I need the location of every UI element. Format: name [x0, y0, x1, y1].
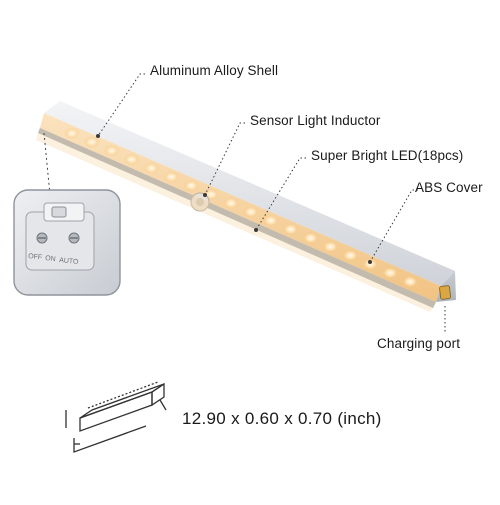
zoom-leader	[43, 132, 51, 196]
led-light	[143, 162, 160, 175]
led-light	[83, 136, 100, 149]
leader-dots	[96, 134, 372, 264]
led-light	[242, 205, 259, 218]
switch-detail: OFF ON AUTO	[13, 132, 121, 296]
led-group	[63, 127, 419, 288]
led-light	[382, 266, 399, 279]
led-light	[402, 275, 419, 288]
led-light	[223, 197, 240, 210]
led-light	[282, 223, 299, 236]
product-dimensions: 12.90 x 0.60 x 0.70 (inch)	[182, 409, 382, 428]
switch-label-off: OFF	[28, 253, 43, 261]
callout-sensor-inductor: Sensor Light Inductor	[250, 113, 381, 128]
led-light	[322, 240, 339, 253]
led-light	[123, 153, 140, 166]
leader-lines	[97, 73, 446, 332]
led-light	[262, 214, 279, 227]
led-light	[362, 258, 379, 271]
switch-label-auto: AUTO	[59, 257, 79, 266]
bar-top-face	[44, 101, 455, 286]
led-light	[183, 179, 200, 192]
led-light	[63, 127, 80, 140]
callout-super-bright-led: Super Bright LED(18pcs)	[311, 148, 464, 163]
switch-label-on: ON	[45, 255, 56, 263]
callout-aluminum-shell: Aluminum Alloy Shell	[150, 63, 279, 78]
light-bar	[36, 101, 456, 312]
charging-port	[439, 285, 451, 300]
sensor-light-inductor	[190, 192, 210, 212]
led-light	[163, 170, 180, 183]
callout-abs-cover: ABS Cover	[415, 180, 483, 195]
callout-charging-port: Charging port	[377, 336, 461, 351]
light-glow	[36, 128, 436, 312]
leader-shell	[97, 73, 145, 137]
abs-cover	[40, 113, 441, 302]
bar-bottom-edge	[38, 128, 436, 308]
box-dimension-icon	[65, 381, 167, 453]
led-light	[342, 249, 359, 262]
led-light	[103, 144, 120, 157]
leader-sensor	[204, 122, 245, 196]
led-light	[302, 232, 319, 245]
